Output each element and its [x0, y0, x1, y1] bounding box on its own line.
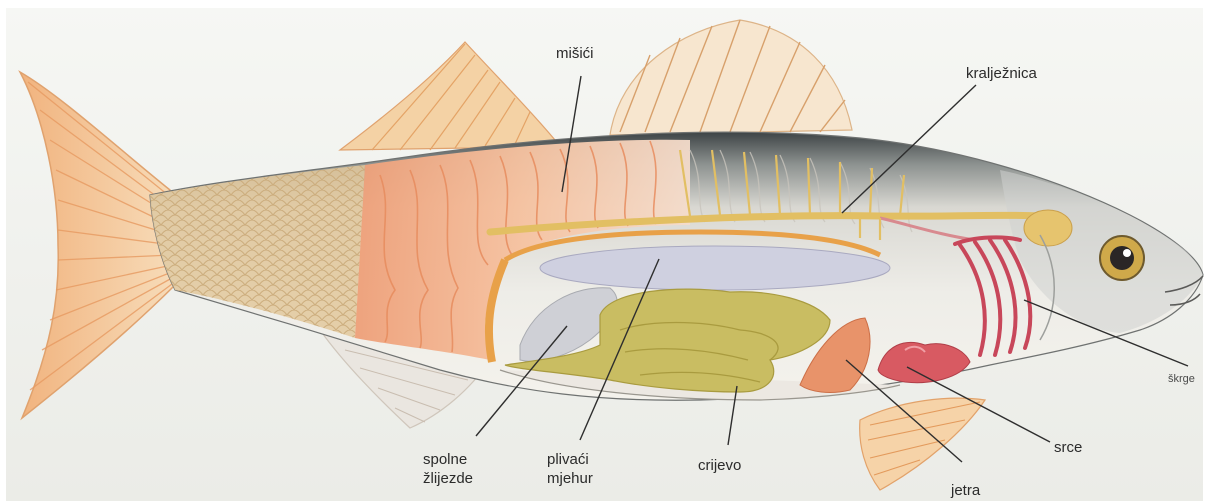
label-skrge: škrge [1168, 370, 1195, 389]
eye [1100, 236, 1144, 280]
label-spolne-zlijezde: spolne žlijezde [423, 450, 473, 488]
label-kraljeznica: kralježnica [966, 64, 1037, 83]
label-misici: mišići [556, 44, 594, 63]
swim-bladder [540, 246, 890, 290]
label-srce: srce [1054, 438, 1082, 457]
label-jetra: jetra [951, 481, 980, 500]
label-plivaci-mjehur: plivaći mjehur [547, 450, 593, 488]
tail-fin [20, 72, 175, 418]
pelvic-fin [860, 398, 985, 490]
dorsal-fin-rear [610, 20, 852, 135]
dorsal-fin-front [340, 42, 555, 150]
label-crijevo: crijevo [698, 456, 741, 475]
